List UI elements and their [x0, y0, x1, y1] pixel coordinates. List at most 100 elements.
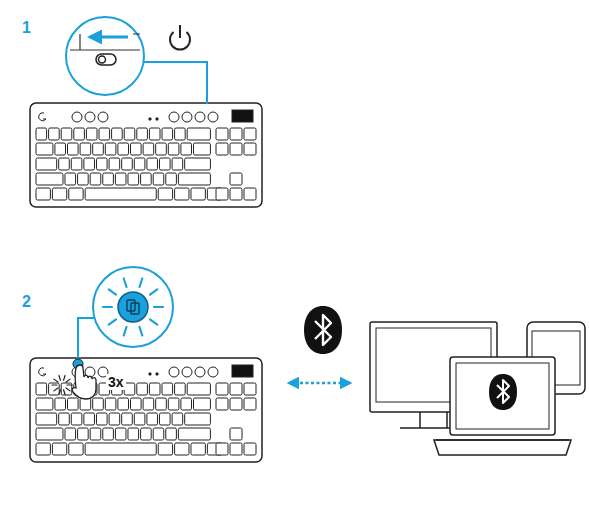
glow-ray — [52, 384, 57, 385]
key — [52, 188, 66, 200]
nav-key — [216, 188, 228, 200]
key — [49, 383, 60, 395]
key — [175, 443, 189, 455]
key — [156, 398, 167, 410]
key — [84, 413, 95, 425]
nav-key — [230, 173, 242, 185]
media-key — [208, 112, 218, 122]
key — [36, 398, 53, 410]
nav-key — [244, 143, 256, 155]
nav-key — [244, 443, 256, 455]
key — [61, 383, 72, 395]
key — [153, 173, 164, 185]
media-key — [98, 112, 108, 122]
key — [122, 413, 133, 425]
glow-ray — [59, 375, 61, 380]
key — [131, 143, 142, 155]
key — [175, 383, 186, 395]
key — [162, 128, 173, 140]
zoom-circle — [93, 267, 173, 347]
key — [141, 173, 152, 185]
key — [172, 158, 183, 170]
key — [134, 413, 145, 425]
key — [175, 188, 189, 200]
switch-knob — [99, 56, 106, 63]
switch-callout — [66, 17, 207, 104]
key — [143, 143, 154, 155]
media-key — [208, 367, 218, 377]
key — [36, 143, 53, 155]
nav-key — [244, 383, 256, 395]
brand-logo — [39, 113, 46, 121]
key — [134, 158, 145, 170]
media-key — [195, 112, 205, 122]
nav-key — [216, 443, 228, 455]
keyboard — [30, 103, 262, 207]
key — [159, 413, 170, 425]
media-key — [169, 367, 179, 377]
key — [137, 383, 148, 395]
key — [162, 383, 173, 395]
key — [90, 173, 101, 185]
key — [115, 173, 126, 185]
key — [124, 383, 135, 395]
key — [194, 143, 211, 155]
key — [166, 173, 177, 185]
key — [158, 188, 172, 200]
key — [36, 443, 50, 455]
key — [36, 383, 47, 395]
key — [109, 158, 120, 170]
key — [168, 398, 179, 410]
key — [112, 128, 123, 140]
indicator-led — [156, 373, 158, 375]
key — [172, 413, 183, 425]
wireless-link — [289, 382, 350, 385]
nav-key — [216, 128, 228, 140]
key — [99, 128, 110, 140]
key — [96, 413, 107, 425]
indicator-led — [149, 373, 151, 375]
laptop — [434, 357, 571, 455]
glow-ray — [103, 306, 112, 308]
key — [85, 188, 156, 200]
key — [36, 128, 47, 140]
media-key — [182, 367, 192, 377]
key — [147, 413, 158, 425]
media-key — [182, 112, 192, 122]
key — [143, 398, 154, 410]
power-switch — [96, 54, 116, 65]
glow-ray — [64, 390, 66, 395]
nav-key — [230, 143, 242, 155]
nav-key — [230, 128, 242, 140]
glow-ray — [109, 319, 116, 324]
glow-ray — [150, 319, 157, 324]
key — [52, 443, 66, 455]
key — [137, 128, 148, 140]
key — [159, 158, 170, 170]
glow-ray — [124, 327, 127, 336]
key — [178, 428, 210, 440]
brand-logo — [39, 368, 46, 376]
keyboard — [30, 358, 262, 462]
media-key — [72, 112, 82, 122]
glow-ray — [66, 388, 70, 391]
nav-key — [230, 443, 242, 455]
key — [78, 428, 89, 440]
glow-ray — [139, 327, 142, 336]
housing-edge — [133, 34, 140, 35]
nav-key — [216, 398, 228, 410]
key — [36, 188, 50, 200]
key — [36, 413, 57, 425]
pressing-hand — [52, 359, 96, 399]
key — [149, 128, 160, 140]
glow-ray — [109, 289, 116, 294]
nav-key — [230, 383, 242, 395]
nav-key — [230, 428, 242, 440]
step-number: 2 — [20, 293, 33, 311]
key — [124, 128, 135, 140]
key — [131, 398, 142, 410]
key — [74, 128, 85, 140]
nav-key — [230, 398, 242, 410]
key — [68, 143, 79, 155]
